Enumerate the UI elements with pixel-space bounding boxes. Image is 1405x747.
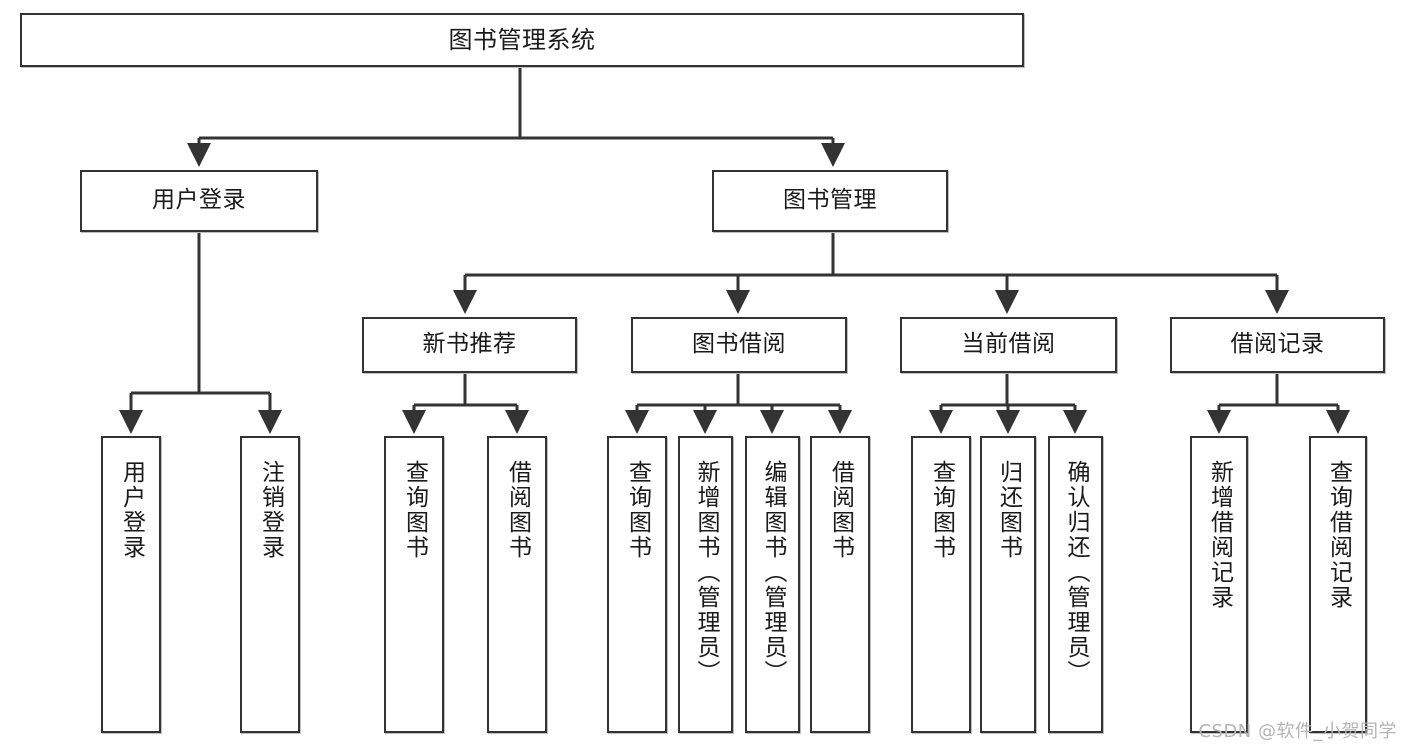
node-user-login-label: 用户登录 <box>152 187 246 214</box>
node-root[interactable]: 图书管理系统 <box>20 13 1024 67</box>
node-new-book-recommend-label: 新书推荐 <box>422 331 517 358</box>
node-leaf-edit-book[interactable]: 编辑图书（管理员） <box>745 436 800 733</box>
node-book-manage[interactable]: 图书管理 <box>712 170 948 232</box>
node-new-book-recommend[interactable]: 新书推荐 <box>362 317 577 373</box>
node-leaf-borrow-book-1-label: 借阅图书 <box>504 460 531 560</box>
node-leaf-add-book[interactable]: 新增图书（管理员） <box>678 436 733 733</box>
node-leaf-add-book-label: 新增图书（管理员） <box>693 460 719 685</box>
node-leaf-logout[interactable]: 注销登录 <box>240 436 300 733</box>
node-user-login[interactable]: 用户登录 <box>80 170 318 232</box>
csdn-watermark: CSDN @软件_小贺同学 <box>1198 721 1397 742</box>
node-current-borrow-label: 当前借阅 <box>961 331 1056 358</box>
node-leaf-query-book-3[interactable]: 查询图书 <box>911 436 971 733</box>
node-leaf-borrow-book-2[interactable]: 借阅图书 <box>810 436 870 733</box>
node-leaf-logout-label: 注销登录 <box>257 460 284 560</box>
node-leaf-query-book-1[interactable]: 查询图书 <box>384 436 444 733</box>
node-leaf-user-login-label: 用户登录 <box>118 460 145 560</box>
node-leaf-add-record[interactable]: 新增借阅记录 <box>1190 436 1248 733</box>
node-leaf-borrow-book-1[interactable]: 借阅图书 <box>487 436 547 733</box>
node-leaf-edit-book-label: 编辑图书（管理员） <box>760 460 786 685</box>
node-leaf-return-book[interactable]: 归还图书 <box>980 436 1036 733</box>
node-leaf-query-book-2-label: 查询图书 <box>624 460 651 560</box>
node-borrow-record-label: 借阅记录 <box>1230 331 1325 358</box>
node-current-borrow[interactable]: 当前借阅 <box>900 317 1117 373</box>
node-leaf-query-book-1-label: 查询图书 <box>401 460 428 560</box>
node-leaf-query-book-3-label: 查询图书 <box>928 460 955 560</box>
node-leaf-query-record[interactable]: 查询借阅记录 <box>1309 436 1367 733</box>
node-leaf-return-book-label: 归还图书 <box>995 460 1022 560</box>
node-borrow-record[interactable]: 借阅记录 <box>1170 317 1385 373</box>
node-book-manage-label: 图书管理 <box>783 187 877 214</box>
node-leaf-confirm-return-label: 确认归还（管理员） <box>1063 460 1089 685</box>
node-leaf-confirm-return[interactable]: 确认归还（管理员） <box>1048 436 1103 733</box>
node-leaf-query-record-label: 查询借阅记录 <box>1325 460 1352 610</box>
node-leaf-user-login[interactable]: 用户登录 <box>101 436 161 733</box>
node-book-borrow[interactable]: 图书借阅 <box>631 317 847 373</box>
node-leaf-borrow-book-2-label: 借阅图书 <box>827 460 854 560</box>
node-book-borrow-label: 图书借阅 <box>692 331 786 358</box>
node-leaf-query-book-2[interactable]: 查询图书 <box>607 436 667 733</box>
node-root-label: 图书管理系统 <box>448 25 596 54</box>
node-leaf-add-record-label: 新增借阅记录 <box>1206 460 1233 610</box>
